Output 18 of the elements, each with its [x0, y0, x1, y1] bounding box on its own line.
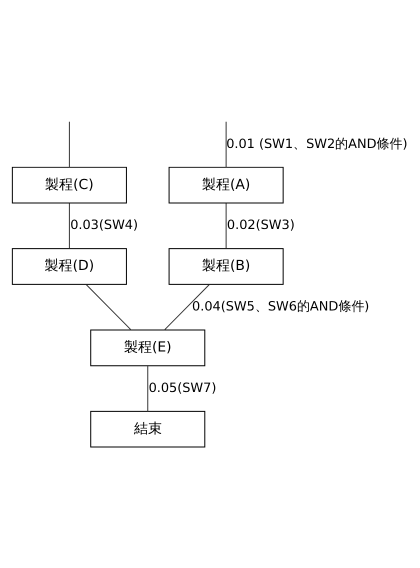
- node-box: 製程(A): [168, 166, 284, 204]
- edge-label: 0.03(SW4): [70, 218, 138, 234]
- edge-label: 0.05(SW7): [148, 380, 216, 396]
- connector: [147, 366, 148, 412]
- connector: [226, 121, 227, 168]
- edge-label: 0.01 (SW1、SW2的AND條件): [226, 136, 408, 152]
- edge-label: 0.02(SW3): [226, 218, 295, 234]
- node-box: 製程(D): [12, 248, 127, 285]
- edge-label: 0.04(SW5、SW6的AND條件): [192, 300, 370, 315]
- node-box: 製程(C): [12, 166, 127, 204]
- node-box: 結束: [90, 410, 206, 448]
- connector: [226, 202, 227, 250]
- node-box: 製程(B): [168, 248, 284, 285]
- connector: [86, 284, 132, 330]
- connector: [68, 202, 70, 250]
- connector: [68, 121, 70, 168]
- connector: [164, 284, 210, 330]
- node-box: 製程(E): [90, 330, 206, 366]
